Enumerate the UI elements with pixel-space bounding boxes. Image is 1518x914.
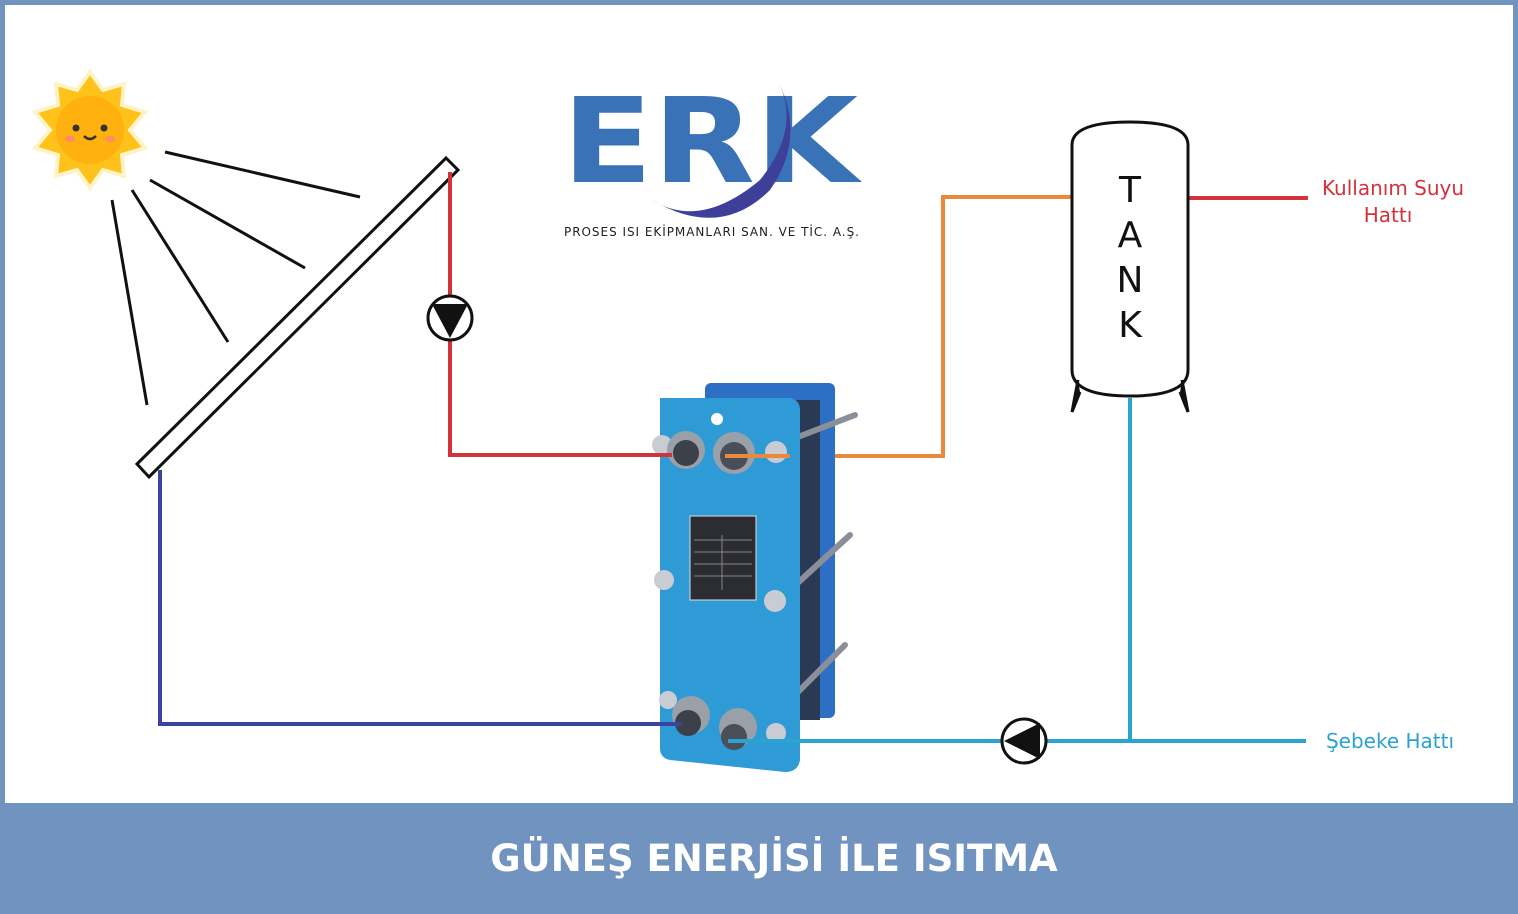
pump-icon bbox=[1000, 717, 1048, 765]
banner-title: GÜNEŞ ENERJİSİ İLE ISITMA bbox=[490, 837, 1058, 880]
tank-letter: N bbox=[1117, 260, 1144, 301]
pump-icon bbox=[426, 294, 474, 342]
logo-subtitle: PROSES ISI EKİPMANLARI SAN. VE TİC. A.Ş. bbox=[564, 224, 859, 239]
mains-line-label: Şebeke Hattı bbox=[1326, 729, 1454, 753]
tank-letter: A bbox=[1118, 215, 1143, 256]
sun-rays bbox=[110, 150, 361, 406]
sun-icon bbox=[31, 68, 149, 192]
logo-text: ERK bbox=[562, 72, 863, 210]
tank-letter: T bbox=[1118, 170, 1142, 211]
solar-collector-icon bbox=[134, 155, 461, 480]
collector-return-pipe bbox=[158, 470, 680, 726]
erk-logo: ERK PROSES ISI EKİPMANLARI SAN. VE TİC. … bbox=[562, 72, 863, 239]
tank-icon bbox=[1070, 120, 1190, 413]
hot-supply-pipe bbox=[448, 172, 672, 457]
usage-water-label: Kullanım Suyu bbox=[1322, 176, 1464, 200]
usage-water-label-line2: Hattı bbox=[1364, 203, 1413, 227]
heat-exchanger-icon bbox=[652, 383, 858, 772]
tank-letter: K bbox=[1118, 305, 1143, 346]
title-banner: GÜNEŞ ENERJİSİ İLE ISITMA bbox=[0, 803, 1518, 914]
